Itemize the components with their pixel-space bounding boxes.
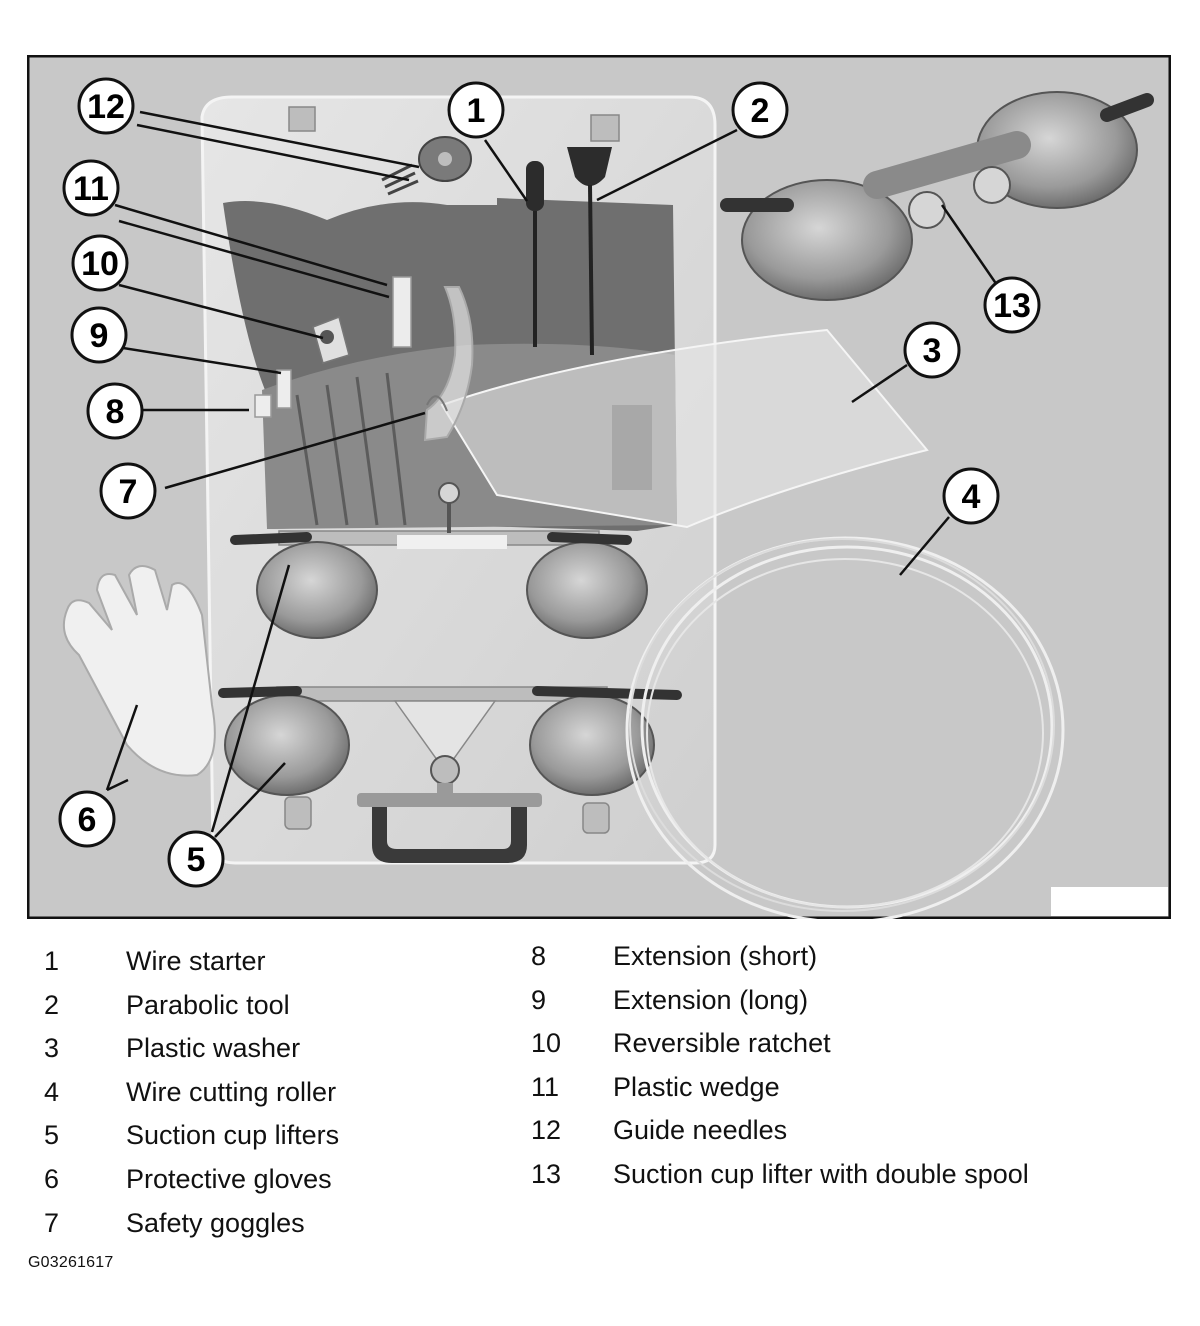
callout-6: 6 <box>58 790 116 848</box>
callout-label: 1 <box>467 92 486 130</box>
double-spool-suction-cup-lifter <box>720 91 1154 301</box>
legend-number: 1 <box>44 946 60 976</box>
legend-label: Plastic wedge <box>613 1072 780 1102</box>
callout-label: 2 <box>751 92 770 130</box>
callout-8: 8 <box>86 382 144 440</box>
legend-number: 11 <box>531 1072 560 1102</box>
callout-13: 13 <box>983 276 1041 334</box>
legend-label: Extension (short) <box>613 941 818 971</box>
parabolic-tool <box>567 147 612 356</box>
legend-label: Extension (long) <box>613 985 809 1015</box>
guide-needles <box>381 136 472 196</box>
legend-label: Suction cup lifters <box>126 1120 340 1150</box>
callout-11: 11 <box>62 159 120 217</box>
plastic-wedge <box>392 276 412 348</box>
figure-id: G03261617 <box>28 1254 114 1271</box>
legend-label: Wire cutting roller <box>126 1077 337 1107</box>
reversible-ratchet <box>312 315 350 364</box>
callout-1: 1 <box>447 81 505 139</box>
legend-label: Reversible ratchet <box>613 1028 831 1058</box>
legend-number: 7 <box>44 1208 60 1238</box>
leader-lines <box>105 110 999 838</box>
protective-gloves <box>63 565 216 777</box>
wire-starter <box>526 161 544 347</box>
tool-kit-illustration: 12 1 2 11 10 13 9 3 8 7 4 6 <box>27 55 1171 919</box>
callout-label: 10 <box>81 245 119 283</box>
suction-cup-lifter-lower <box>218 686 682 805</box>
callout-2: 2 <box>731 81 789 139</box>
extension-short <box>254 394 272 418</box>
callout-3: 3 <box>903 321 961 379</box>
callout-label: 13 <box>993 287 1031 325</box>
callout-label: 11 <box>73 170 109 208</box>
callout-label: 12 <box>87 88 125 126</box>
legend-number: 9 <box>531 985 547 1015</box>
safety-goggles <box>423 286 474 442</box>
corner-patch <box>1051 887 1168 916</box>
callout-label: 5 <box>187 841 206 879</box>
legend-label: Parabolic tool <box>126 990 290 1020</box>
callout-12: 12 <box>77 77 135 135</box>
legend-label: Wire starter <box>126 946 266 976</box>
extension-long <box>276 369 292 409</box>
legend-number: 6 <box>44 1164 60 1194</box>
legend-number: 2 <box>44 990 60 1020</box>
legend-label: Suction cup lifter with double spool <box>613 1159 1029 1189</box>
callout-label: 9 <box>90 317 109 355</box>
wire-cutting-roller <box>625 536 1065 919</box>
callout-label: 6 <box>78 801 97 839</box>
callout-7: 7 <box>99 462 157 520</box>
plastic-washer <box>440 328 929 529</box>
legend-number: 13 <box>531 1159 562 1189</box>
legend-label: Safety goggles <box>126 1208 305 1238</box>
legend-number: 10 <box>531 1028 562 1058</box>
callout-label: 4 <box>962 478 981 516</box>
callout-4: 4 <box>942 467 1000 525</box>
legend-number: 12 <box>531 1115 562 1145</box>
legend-number: 3 <box>44 1033 60 1063</box>
callout-label: 3 <box>923 332 942 370</box>
callout-label: 7 <box>119 473 138 511</box>
legend-label: Plastic washer <box>126 1033 301 1063</box>
legend-number: 4 <box>44 1077 60 1107</box>
legend-label: Protective gloves <box>126 1164 332 1194</box>
callout-10: 10 <box>71 234 129 292</box>
callout-9: 9 <box>70 306 128 364</box>
legend-number: 8 <box>531 941 547 971</box>
callout-label: 8 <box>106 393 125 431</box>
callout-5: 5 <box>167 830 225 888</box>
legend-number: 5 <box>44 1120 60 1150</box>
legend-label: Guide needles <box>613 1115 788 1145</box>
suction-cup-lifter-upper <box>230 482 648 639</box>
